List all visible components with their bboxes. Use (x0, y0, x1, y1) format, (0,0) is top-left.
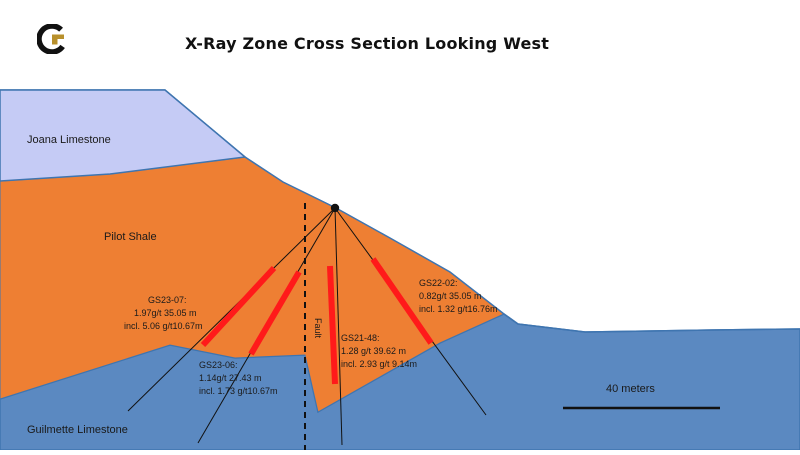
gs22-02-line-3: incl. 1.32 g/t16.76m (419, 304, 498, 314)
gs22-02-line-2: 0.82g/t 35.05 m (419, 291, 482, 301)
gs21-48-line-3: incl. 2.93 g/t 9.14m (341, 359, 417, 369)
intercept-gs22-02 (370, 257, 434, 345)
company-logo-icon (36, 23, 68, 55)
joana-limestone-label: Joana Limestone (27, 134, 111, 146)
gs21-48-line-2: 1.28 g/t 39.62 m (341, 346, 406, 356)
drill-trace-gs21-48 (334, 207, 343, 446)
joana-limestone-layer (0, 89, 247, 182)
annotation-gs23-06: GS23-06: 1.14g/t 27.43 m incl. 1.73 g/t1… (199, 360, 278, 396)
page-title: X-Ray Zone Cross Section Looking West (185, 34, 550, 53)
gs23-07-line-2: 1.97g/t 35.05 m (134, 308, 197, 318)
gs21-48-line-1: GS21-48: (341, 333, 380, 343)
gs23-06-line-3: incl. 1.73 g/t10.67m (199, 386, 278, 396)
drill-collar-point (330, 203, 340, 213)
intercept-gs23-07 (200, 265, 277, 348)
drill-trace-gs23-07 (127, 207, 336, 412)
intercept-gs23-06 (248, 270, 302, 356)
gs22-02-line-1: GS22-02: (419, 278, 458, 288)
gs23-06-line-2: 1.14g/t 27.43 m (199, 373, 262, 383)
intercept-gs21-48 (327, 265, 338, 385)
gs23-07-line-1: GS23-07: (148, 295, 187, 305)
annotation-gs23-07: GS23-07: 1.97g/t 35.05 m incl. 5.06 g/t1… (124, 295, 203, 331)
guilmette-limestone-label: Guilmette Limestone (27, 424, 128, 436)
gs23-06-line-1: GS23-06: (199, 360, 238, 370)
annotation-gs21-48: GS21-48: 1.28 g/t 39.62 m incl. 2.93 g/t… (341, 333, 417, 369)
annotation-gs22-02: GS22-02: 0.82g/t 35.05 m incl. 1.32 g/t1… (419, 278, 498, 314)
scale-bar-label: 40 meters (606, 383, 655, 395)
gs23-07-line-3: incl. 5.06 g/t10.67m (124, 321, 203, 331)
scale-bar: 40 meters (563, 383, 720, 410)
pilot-shale-label: Pilot Shale (104, 231, 157, 243)
fault-label: Fault (313, 318, 323, 339)
